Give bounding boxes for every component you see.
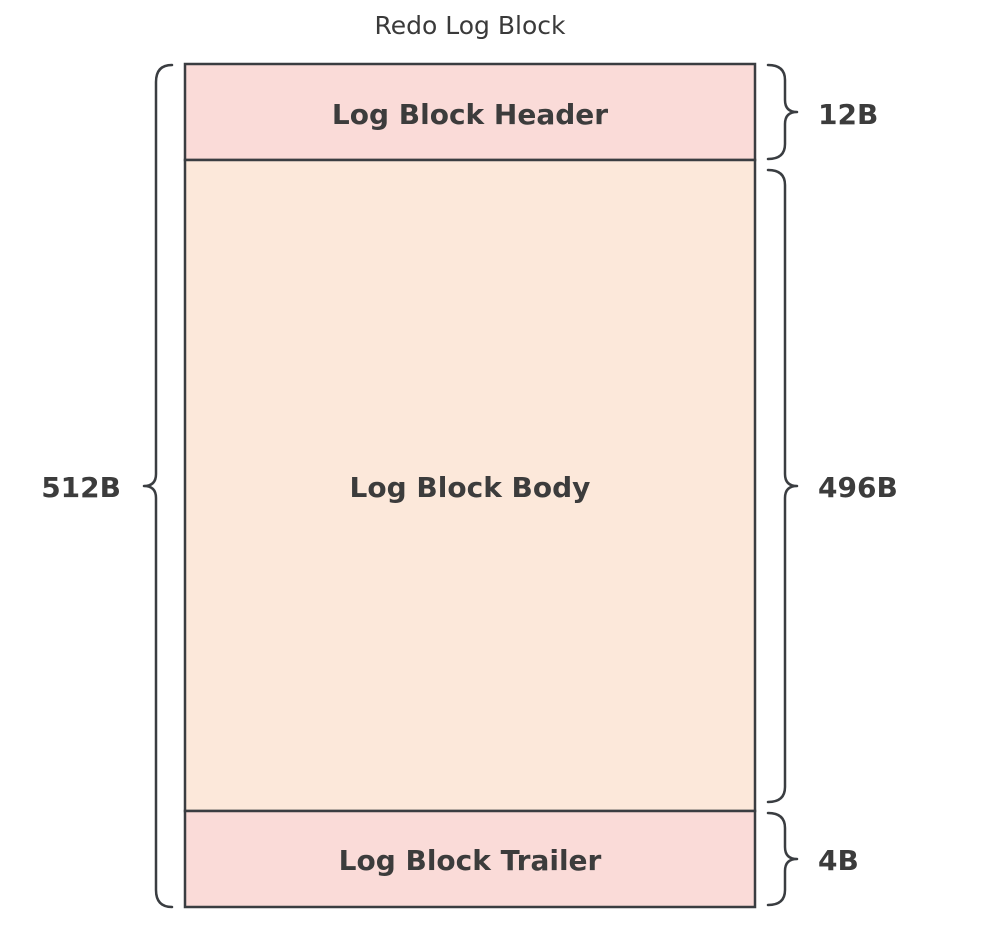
body-size-label: 496B bbox=[818, 471, 898, 504]
section-body: Log Block Body bbox=[183, 158, 757, 813]
body-label: Log Block Body bbox=[350, 471, 591, 504]
body-box bbox=[183, 158, 757, 813]
trailer-box bbox=[183, 809, 757, 909]
header-box bbox=[183, 62, 757, 162]
header-label: Log Block Header bbox=[332, 98, 608, 131]
header-size-label: 12B bbox=[818, 98, 878, 131]
trailer-size-brace bbox=[766, 811, 799, 907]
trailer-label: Log Block Trailer bbox=[339, 844, 602, 877]
trailer-size-label: 4B bbox=[818, 844, 859, 877]
section-trailer: Log Block Trailer bbox=[183, 809, 757, 909]
body-size-brace bbox=[766, 168, 799, 804]
diagram-title: Redo Log Block bbox=[375, 11, 566, 40]
section-header: Log Block Header bbox=[183, 62, 757, 162]
header-size-brace bbox=[766, 63, 799, 161]
total-size-label: 512B bbox=[41, 471, 121, 504]
total-size-brace bbox=[142, 63, 174, 909]
